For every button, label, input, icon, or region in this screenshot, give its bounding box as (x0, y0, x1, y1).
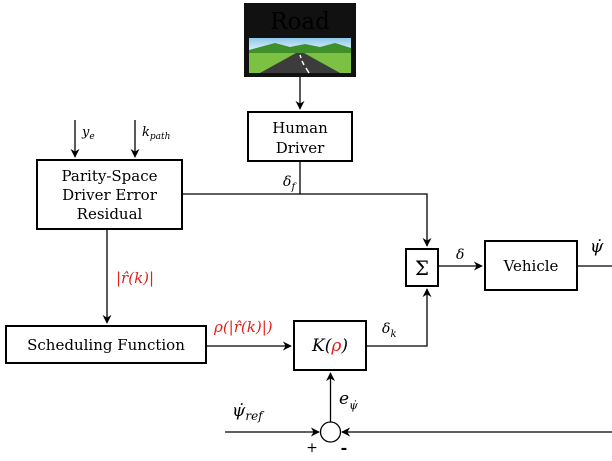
residual-line-2: Driver Error (62, 186, 158, 204)
delta-f-signal-arrow (299, 161, 432, 247)
e-psi-label: eψ̇ (339, 389, 358, 412)
scheduling-label: Scheduling Function (27, 336, 185, 354)
delta-f-label: δf (283, 174, 297, 193)
comparator-junction (319, 421, 342, 443)
vehicle-label: Vehicle (503, 257, 559, 275)
controller-to-sum-arrow (366, 288, 432, 347)
plus-sign: + (306, 440, 318, 456)
controller-block: K(ρ) (293, 320, 367, 371)
scheduling-function-block: Scheduling Function (5, 325, 207, 364)
sum-symbol: Σ (415, 256, 429, 280)
minus-sign: - (341, 438, 348, 457)
residual-line-1: Parity-Space (62, 167, 158, 185)
road-block: Road (244, 3, 356, 77)
r-hat-abs-label: |r̂(k)| (116, 269, 154, 287)
road-landscape-icon (249, 38, 351, 74)
rho-of-r-label: ρ(|r̂(k)|) (213, 318, 273, 336)
human-driver-block: Human Driver (247, 111, 353, 162)
psi-ref-label: ψ̇ref (232, 401, 265, 423)
vehicle-block: Vehicle (484, 240, 578, 291)
road-label: Road (270, 9, 330, 35)
residual-line-3: Residual (77, 205, 143, 223)
psi-dot-output-label: ψ̇ (590, 237, 604, 257)
delta-label: δ (456, 247, 464, 263)
parity-space-residual-block: Parity-Space Driver Error Residual (36, 159, 183, 230)
human-driver-line-1: Human (272, 119, 328, 137)
controller-label: K(ρ) (311, 336, 348, 356)
k-path-label: kpath (142, 125, 170, 142)
delta-k-label: δk (382, 321, 397, 340)
summing-junction-block: Σ (405, 248, 439, 287)
human-driver-line-2: Driver (276, 139, 325, 157)
y-e-label: ye (81, 125, 95, 142)
